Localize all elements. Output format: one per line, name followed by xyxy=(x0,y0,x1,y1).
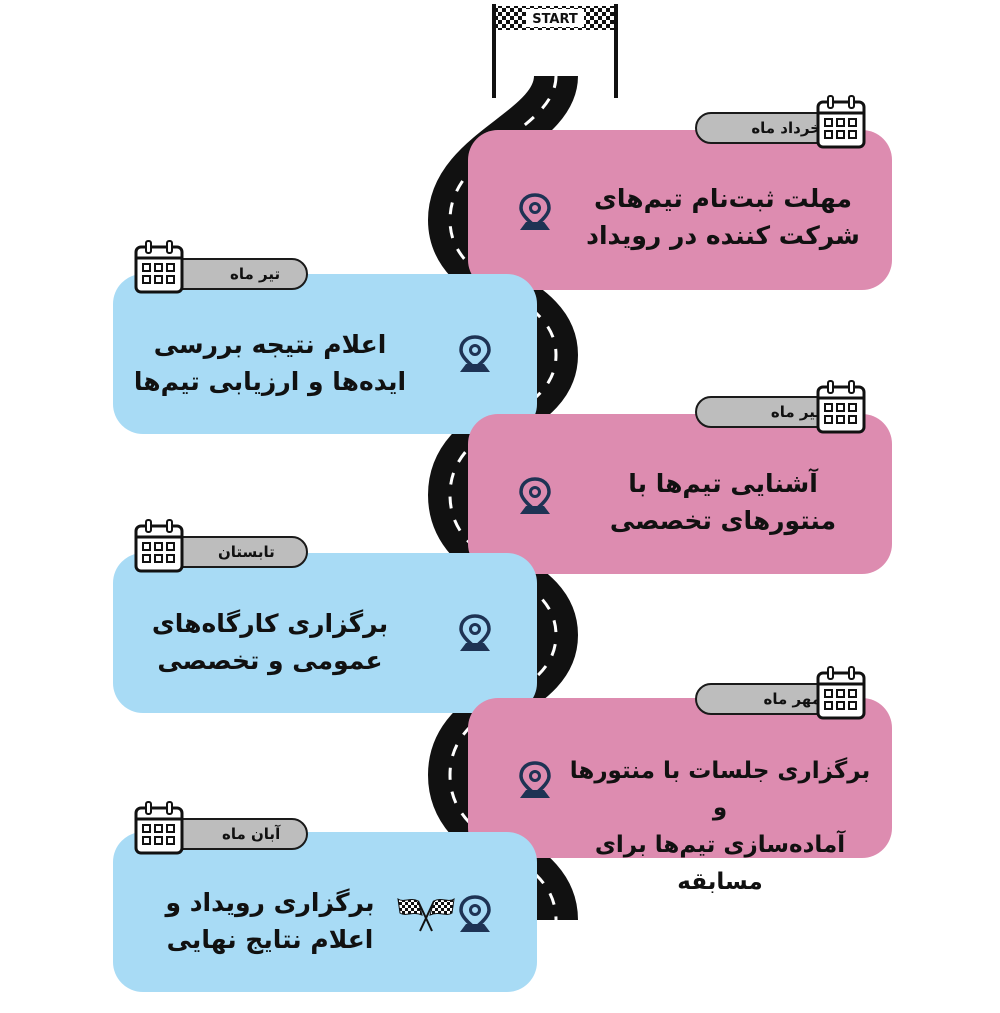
map-pin-icon xyxy=(519,477,551,514)
milestone-line: ایده‌ها و ارزیابی تیم‌ها xyxy=(133,367,407,396)
calendar-icon xyxy=(134,801,184,855)
milestone-text-3: آشنایی تیم‌ها با منتورهای تخصصی xyxy=(578,465,868,539)
calendar-icon xyxy=(134,240,184,294)
milestone-text-5: برگزاری جلسات با منتورها و آماده‌سازی تی… xyxy=(560,753,880,901)
milestone-line: مهلت ثبت‌نام تیم‌های xyxy=(593,184,853,213)
start-gate-icon: START xyxy=(492,4,618,98)
milestone-line: اعلام نتایج نهایی xyxy=(166,925,374,954)
milestone-line: آشنایی تیم‌ها با xyxy=(628,469,818,498)
milestone-text-2: اعلام نتیجه بررسی ایده‌ها و ارزیابی تیم‌… xyxy=(130,326,410,400)
calendar-icon xyxy=(134,519,184,573)
checkered-flags-icon xyxy=(397,897,455,932)
map-pin-icon xyxy=(519,761,551,798)
milestone-text-1: مهلت ثبت‌نام تیم‌های شرکت کننده در رویدا… xyxy=(578,180,868,254)
milestone-line: آماده‌سازی تیم‌ها برای مسابقه xyxy=(594,832,846,895)
map-pin-icon xyxy=(459,335,491,372)
map-pin-icon xyxy=(459,614,491,651)
milestone-card-4 xyxy=(113,553,537,713)
calendar-icon xyxy=(816,666,866,720)
milestone-line: منتورهای تخصصی xyxy=(609,506,837,535)
milestone-line: برگزاری رویداد و xyxy=(165,888,375,917)
calendar-icon xyxy=(816,380,866,434)
calendar-icon xyxy=(816,95,866,149)
milestone-text-6: برگزاری رویداد و اعلام نتایج نهایی xyxy=(130,884,410,958)
map-pin-icon xyxy=(519,193,551,230)
milestone-line: برگزاری کارگاه‌های xyxy=(151,609,389,638)
milestone-line: عمومی و تخصصی xyxy=(157,646,383,675)
milestone-card-2 xyxy=(113,274,537,434)
milestone-card-6 xyxy=(113,832,537,992)
map-pin-icon xyxy=(459,895,491,932)
milestone-line: شرکت کننده در رویداد xyxy=(586,221,860,250)
milestone-line: برگزاری جلسات با منتورها و xyxy=(569,758,871,821)
milestone-text-4: برگزاری کارگاه‌های عمومی و تخصصی xyxy=(130,605,410,679)
start-label: START xyxy=(532,12,578,27)
milestone-line: اعلام نتیجه بررسی xyxy=(153,330,387,359)
